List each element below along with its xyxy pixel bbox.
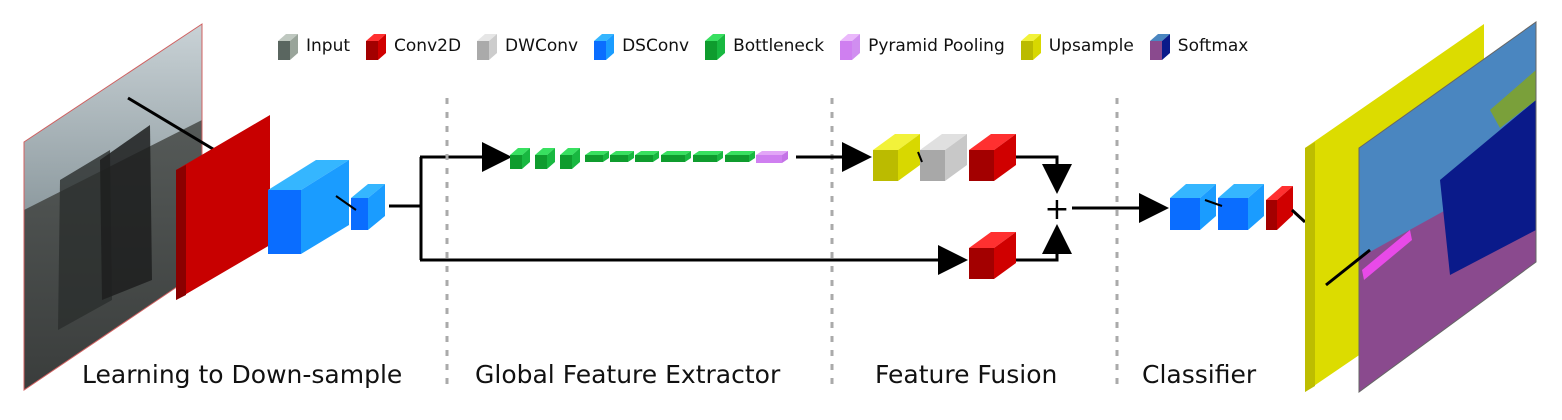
bottleneck-block-8 [693, 151, 723, 162]
legend-label-pyramid-pooling: Pyramid Pooling [868, 36, 1005, 56]
legend-label-input: Input [306, 36, 351, 56]
classifier-link-2 [1290, 208, 1307, 224]
fusion-bottom-path [1016, 224, 1072, 262]
stage-label-classifier: Classifier [1142, 360, 1257, 389]
pyramid-pooling-block [756, 151, 788, 163]
legend-label-softmax: Softmax [1177, 36, 1249, 56]
classifier-conv2d [1266, 186, 1293, 230]
legend-item-upsample: Upsample [1019, 31, 1134, 61]
fusion-link-1 [917, 151, 923, 163]
classifier-dsconv-1 [1170, 184, 1216, 230]
legend-item-conv2d: Conv2D [364, 31, 461, 61]
legend-label-dsconv: DSConv [622, 36, 690, 56]
bottleneck-block-6 [635, 151, 659, 162]
bottleneck-block-4 [585, 151, 609, 162]
slab-to-output-line [1325, 248, 1371, 287]
upsample-cube-icon [1020, 34, 1041, 60]
fusion-top-path [1016, 155, 1072, 194]
conv2d-cube-icon [366, 34, 387, 60]
bottleneck-cube-icon [705, 34, 726, 60]
upsample-block [873, 134, 920, 181]
legend-item-pyramid-pooling: Pyramid Pooling [838, 31, 1005, 61]
legend-item-dsconv: DSConv [592, 31, 689, 61]
bottleneck-block-5 [610, 151, 634, 162]
conv2d-fusion-block-top [969, 134, 1016, 181]
classifier-link-1 [1204, 199, 1223, 207]
legend-label-dwconv: DWConv [505, 36, 579, 56]
bottleneck-block-7 [661, 151, 691, 162]
legend-item-bottleneck: Bottleneck [703, 31, 824, 61]
bottleneck-block-9 [725, 151, 755, 162]
bottleneck-block-2 [535, 148, 555, 169]
stage-label-downsample: Learning to Down-sample [82, 360, 403, 389]
dsconv-cube-icon [594, 34, 615, 60]
dwconv-cube-icon [477, 34, 498, 60]
conv2d-fusion-block-bottom [969, 232, 1016, 279]
bottleneck-block-1 [510, 148, 530, 169]
input-image [23, 23, 203, 391]
dsconv-layer-2 [351, 184, 385, 230]
fusion-add-operator: + [1044, 192, 1069, 227]
legend-item-dwconv: DWConv [475, 31, 578, 61]
classifier-dsconv-2 [1218, 184, 1264, 230]
conv2d-layer [176, 115, 270, 300]
legend: Input Conv2D DWConv DSConv [276, 31, 1262, 61]
input-cube-icon [278, 34, 298, 60]
bottleneck-block-3 [560, 148, 580, 169]
stage-label-global-feature: Global Feature Extractor [475, 360, 781, 389]
legend-label-bottleneck: Bottleneck [733, 36, 825, 56]
dsconv-link [335, 195, 357, 211]
dwconv-block [920, 134, 967, 181]
legend-label-conv2d: Conv2D [394, 36, 462, 56]
softmax-cube-icon [1149, 34, 1170, 60]
legend-label-upsample: Upsample [1048, 36, 1134, 56]
legend-item-softmax: Softmax [1148, 31, 1249, 61]
softmax-output [1358, 21, 1537, 393]
stage-label-fusion: Feature Fusion [875, 360, 1058, 389]
legend-item-input: Input [276, 31, 350, 61]
input-to-conv-line [127, 96, 219, 154]
dsconv-layer-1 [268, 160, 349, 254]
pyramid-pooling-cube-icon [840, 34, 861, 60]
